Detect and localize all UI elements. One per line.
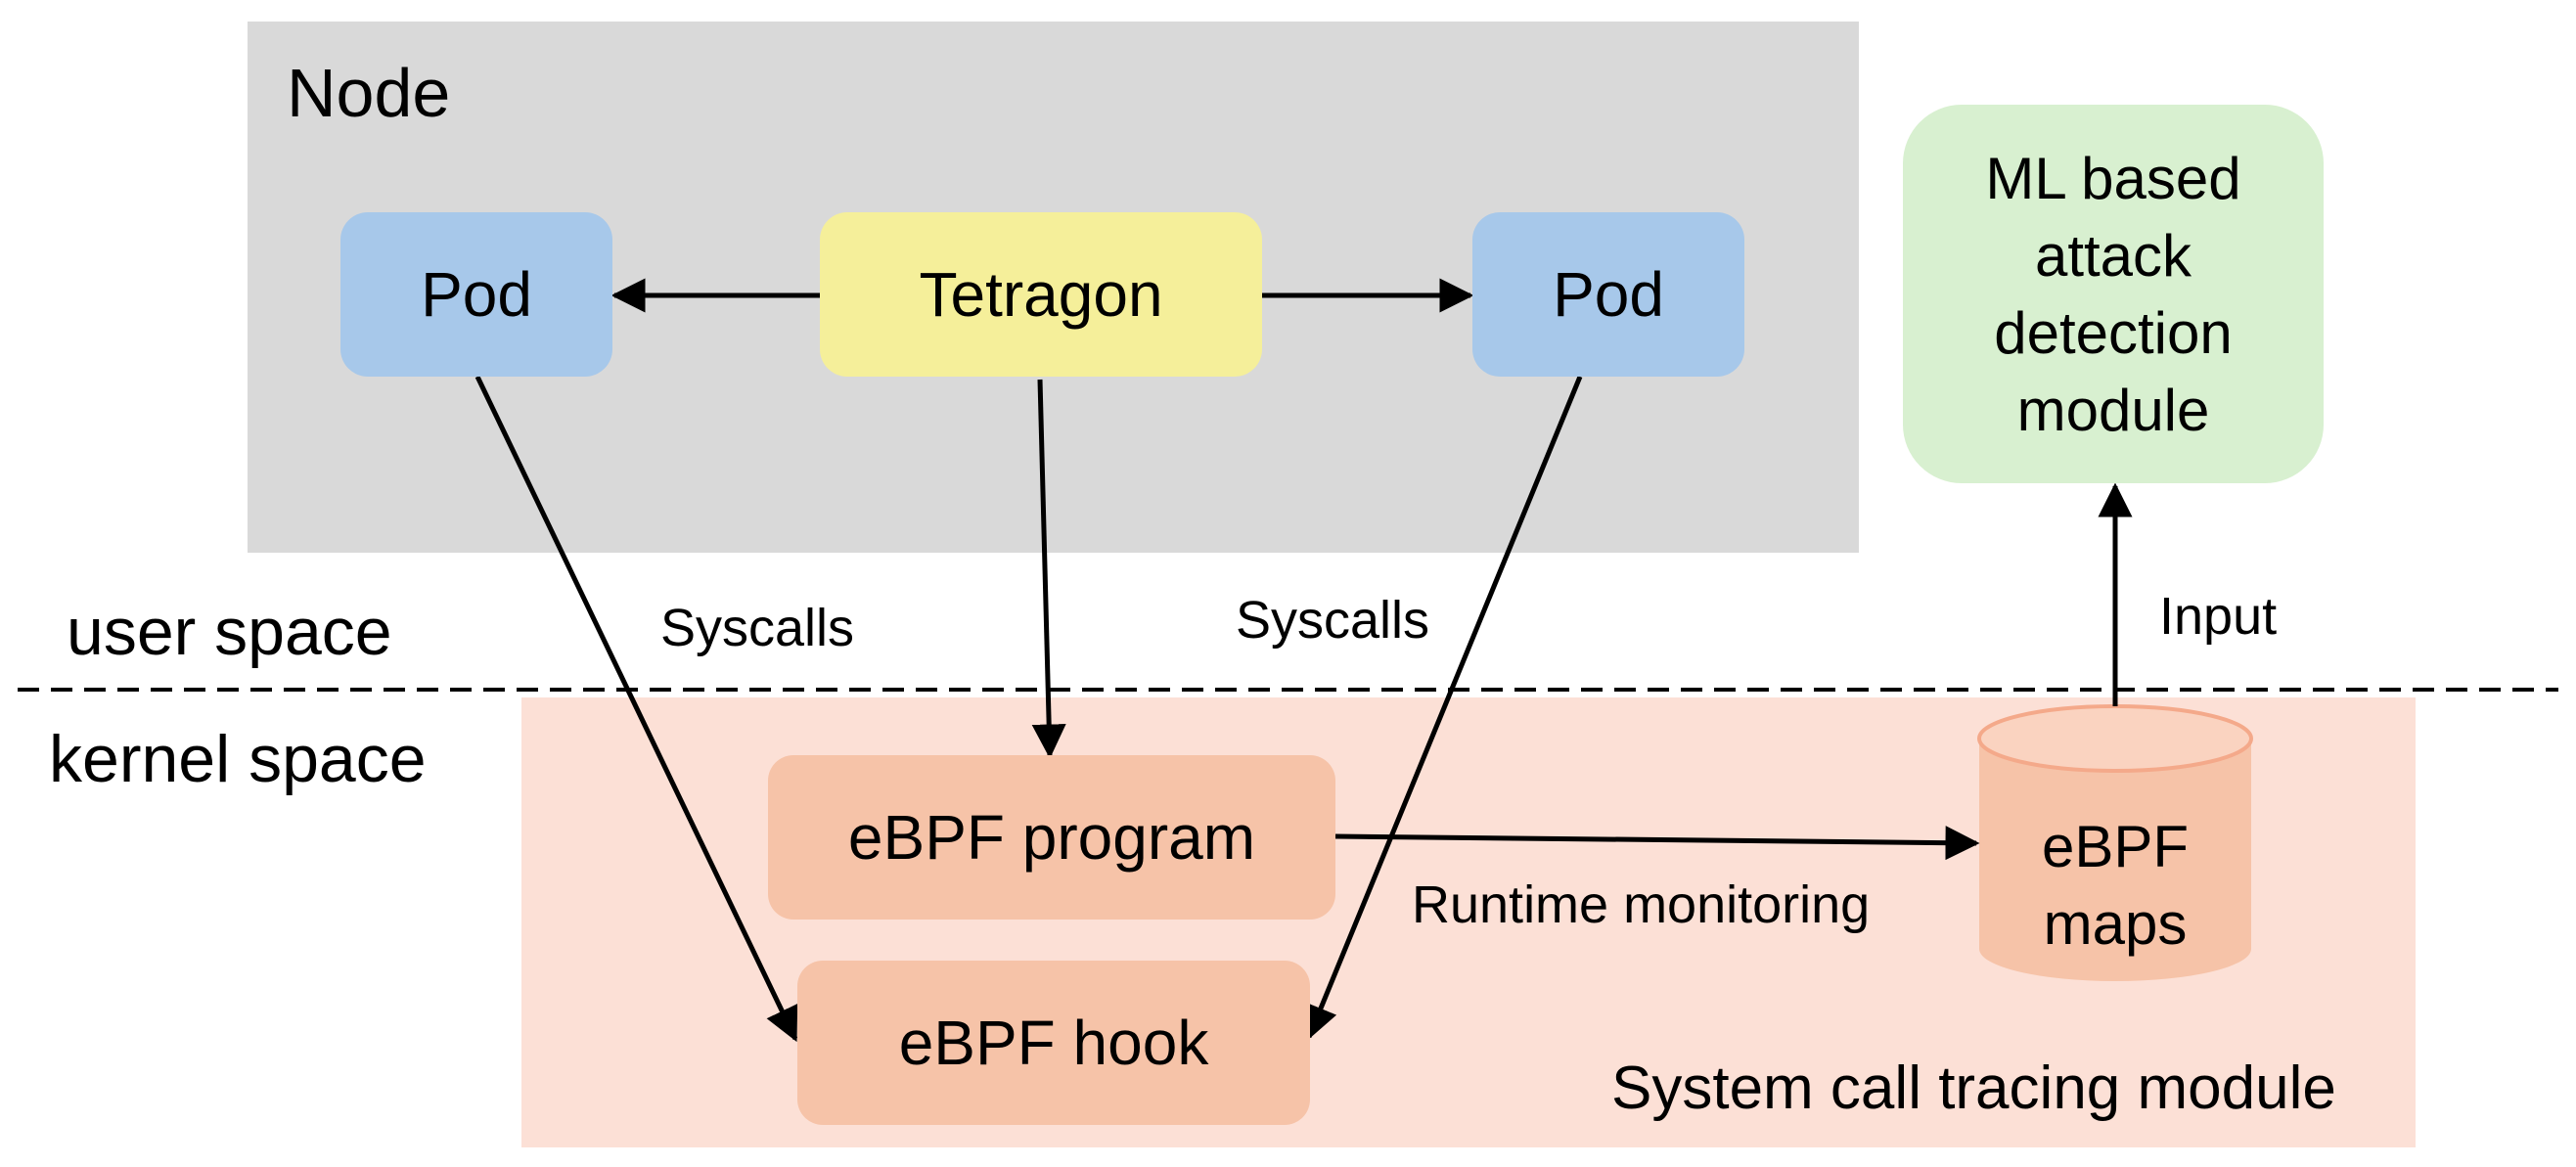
arrow-program-to-maps <box>1334 826 1980 861</box>
syscalls-label-right: Syscalls <box>1236 591 1430 650</box>
tetragon-box: Tetragon <box>820 212 1262 377</box>
ml-attack-detection-module: ML based attack detection module <box>1903 105 2324 483</box>
arrow-tetragon-to-ebpf-program <box>1031 379 1066 759</box>
pod-left: Pod <box>340 212 612 377</box>
ebpf-hook-box: eBPF hook <box>797 961 1310 1125</box>
kernel-space-label: kernel space <box>49 722 427 796</box>
ebpf-maps-cylinder <box>1977 704 2253 981</box>
ebpf-maps-label: eBPF maps <box>2041 814 2190 957</box>
runtime-monitoring-label: Runtime monitoring <box>1412 875 1871 934</box>
pod-right: Pod <box>1472 212 1744 377</box>
arrow-pod-right-to-ebpf-hook <box>1304 376 1583 1041</box>
input-label: Input <box>2159 587 2278 646</box>
ebpf-program-box: eBPF program <box>768 755 1335 920</box>
user-space-label: user space <box>67 595 392 669</box>
syscalls-label-left: Syscalls <box>660 599 855 657</box>
arrow-pod-left-to-ebpf-hook <box>475 375 798 1043</box>
node-title: Node <box>287 55 451 131</box>
tracing-module-label: System call tracing module <box>1611 1055 2336 1122</box>
